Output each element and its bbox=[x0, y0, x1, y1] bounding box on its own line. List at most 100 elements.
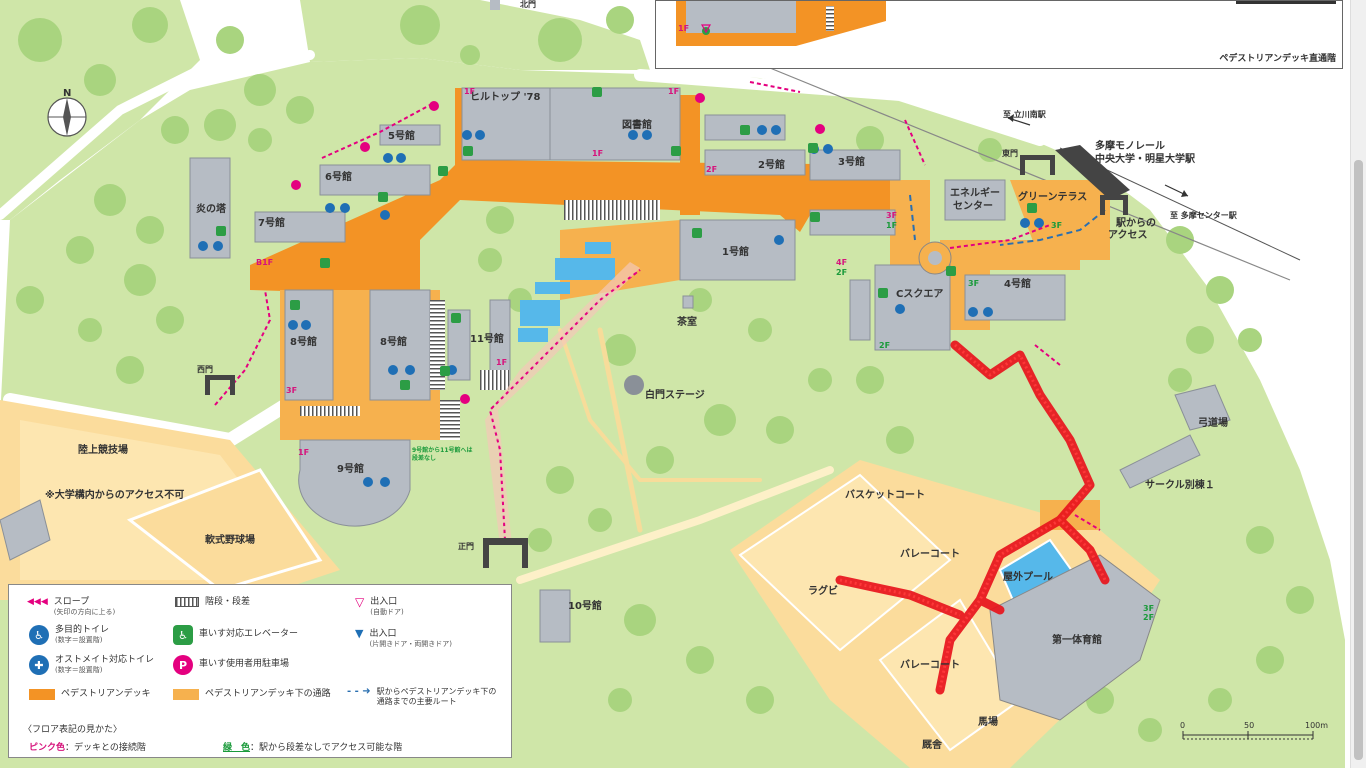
scrollbar-thumb[interactable] bbox=[1354, 160, 1363, 760]
floor-library-1f: 1F bbox=[592, 149, 603, 158]
legend-elevator-label: 車いす対応エレベーター bbox=[199, 629, 299, 639]
deck-swatch bbox=[29, 689, 55, 700]
label-volley1: バレーコート bbox=[900, 548, 960, 560]
floor-b1-2f: 2F bbox=[836, 268, 847, 277]
floor-gym-3f: 3F bbox=[1143, 604, 1154, 613]
label-energy: エネルギーセンター bbox=[950, 186, 1000, 212]
wheelchair-toilet-icon: ♿ bbox=[29, 625, 49, 645]
label-b7: 7号館 bbox=[258, 216, 285, 229]
legend-entrance-auto-sub: (自動ドア) bbox=[370, 608, 404, 616]
legend-green-note: 緑 色 ：駅から段差なしでアクセス可能な階 bbox=[223, 740, 402, 753]
label-tama-center: 至 多摩センター駅 bbox=[1170, 210, 1238, 220]
legend-deck-label: ペデストリアンデッキ bbox=[61, 689, 151, 699]
building-9-shape bbox=[298, 439, 411, 527]
legend-floor-heading: 〈フロア表記の見かた〉 bbox=[23, 725, 122, 735]
legend-green-label: 緑 色 bbox=[223, 743, 251, 753]
floor-b1-4f: 4F bbox=[836, 258, 847, 267]
vertical-scrollbar[interactable] bbox=[1350, 0, 1366, 768]
inset-caption: ペデストリアンデッキ直通階 bbox=[1219, 54, 1336, 64]
label-b9: 9号館 bbox=[337, 462, 364, 475]
legend-deck: ペデストリアンデッキ bbox=[29, 689, 151, 700]
label-rugby: ラグビ bbox=[808, 584, 838, 597]
legend-pink-note: ピンク色 ：デッキとの接続階 bbox=[29, 740, 146, 753]
slope-arrows-icon: ◀◀◀ bbox=[27, 597, 48, 607]
legend-entrance-manual-label: 出入口 bbox=[369, 629, 397, 639]
label-hilltop: ヒルトップ '78 bbox=[470, 90, 541, 103]
label-b8b: 8号館 bbox=[380, 335, 407, 348]
floor-c-3f: 3F bbox=[968, 279, 979, 288]
label-station-access: 駅からのアクセス bbox=[1108, 217, 1156, 241]
deck-level-inset: 1F ペデストリアンデッキ直通階 bbox=[655, 0, 1343, 69]
legend-entrance-auto-label: 出入口 bbox=[370, 597, 398, 607]
triangle-filled-icon: ▼ bbox=[355, 627, 364, 640]
label-b1: 1号館 bbox=[722, 245, 749, 258]
label-green-terrace: グリーンテラス bbox=[1018, 190, 1087, 203]
scale-hundred: 100m bbox=[1305, 721, 1328, 730]
floor-gt-3f: 3F bbox=[1051, 221, 1062, 230]
floor-b9-1f: 1F bbox=[298, 448, 309, 457]
legend-entrance-manual-sub: (片開きドア・両開きドア) bbox=[369, 640, 452, 648]
parking-icon: P bbox=[173, 655, 193, 675]
elevator-icon: ♿ bbox=[173, 625, 193, 645]
scale-zero: 0 bbox=[1180, 721, 1185, 730]
dashed-arrow-icon: - - ➜ bbox=[347, 686, 371, 697]
label-enba: 炎の塔 bbox=[196, 202, 227, 215]
stairs-icon bbox=[175, 597, 199, 607]
triangle-outline-icon: ▽ bbox=[355, 595, 365, 609]
legend-slope-sub: (矢印の方向に上る) bbox=[53, 608, 116, 616]
legend-green-desc: ：駅から段差なしでアクセス可能な階 bbox=[250, 743, 403, 753]
ostomate-icon: ✚ bbox=[29, 655, 49, 675]
floor-b7-b1f: B1F bbox=[256, 258, 273, 267]
label-shiramon-stage: 白門ステージ bbox=[645, 388, 705, 401]
label-monorail: 多摩モノレール中央大学・明星大学駅 bbox=[1095, 139, 1196, 165]
label-b6: 6号館 bbox=[325, 170, 352, 183]
label-pool: 屋外プール bbox=[1003, 570, 1053, 583]
legend-pink-label: ピンク色 bbox=[29, 743, 66, 753]
label-kyudojo: 弓道場 bbox=[1198, 416, 1228, 429]
legend-entrance-auto: ▽ 出入口(自動ドア) bbox=[355, 595, 404, 617]
floor-gym-2f: 2F bbox=[1143, 613, 1154, 622]
label-seimon: 正門 bbox=[458, 542, 474, 551]
floor-b3-3f: 3F bbox=[886, 211, 897, 220]
label-baseball: 軟式野球場 bbox=[205, 533, 255, 546]
label-no-access: ※大学構内からのアクセス不可 bbox=[45, 488, 184, 501]
label-c-square: Cスクエア bbox=[896, 288, 943, 300]
label-circle: サークル別棟１ bbox=[1145, 478, 1215, 491]
trees bbox=[16, 5, 1314, 742]
label-basket: バスケットコート bbox=[845, 489, 925, 501]
floor-hilltop-1f: 1F bbox=[464, 87, 475, 96]
label-bakyu: 厩舎 bbox=[922, 738, 943, 751]
scale-fifty: 50 bbox=[1244, 721, 1254, 730]
legend-slope: ◀◀◀ スロープ(矢印の方向に上る) bbox=[27, 597, 115, 617]
nine-note: 9号館から11号館へは段差なし bbox=[412, 446, 473, 462]
compass-north-label: N bbox=[63, 88, 71, 99]
label-b2: 2号館 bbox=[758, 158, 785, 171]
gates bbox=[205, 155, 1128, 568]
label-b10: 10号館 bbox=[568, 599, 602, 612]
legend-stairs-label: 階段・段差 bbox=[205, 597, 251, 607]
label-tachikawa: 至 立川南駅 bbox=[1003, 109, 1047, 119]
buildings bbox=[0, 87, 1231, 643]
legend-toilet-sub: (数字＝設置階) bbox=[55, 636, 103, 644]
monorail-station bbox=[1055, 145, 1130, 200]
compass: N bbox=[47, 88, 87, 137]
main-route bbox=[999, 209, 1106, 246]
legend-ostomate-label: オストメイト対応トイレ bbox=[55, 655, 155, 665]
legend-under-deck-label: ペデストリアンデッキ下の通路 bbox=[205, 689, 331, 699]
legend-stairs: 階段・段差 bbox=[175, 597, 250, 607]
legend-under-deck: ペデストリアンデッキ下の通路 bbox=[173, 689, 331, 700]
legend-parking-label: 車いす使用者用駐車場 bbox=[199, 659, 290, 669]
label-nishimon: 西門 bbox=[197, 365, 213, 374]
label-volley2: バレーコート bbox=[900, 659, 960, 671]
label-b5: 5号館 bbox=[388, 129, 415, 142]
label-b4: 4号館 bbox=[1004, 277, 1031, 290]
floor-b3-1f: 1F bbox=[886, 221, 897, 230]
legend-parking: P 車いす使用者用駐車場 bbox=[173, 655, 289, 675]
floor-c-2f: 2F bbox=[879, 341, 890, 350]
label-gym: 第一体育館 bbox=[1052, 633, 1102, 646]
label-track: 陸上競技場 bbox=[78, 443, 128, 456]
legend-route: - - ➜ 駅からペデストリアンデッキ下の 通路までの主要ルート bbox=[347, 687, 496, 707]
legend-ostomate-sub: (数字＝設置階) bbox=[55, 666, 103, 674]
under-deck-swatch bbox=[173, 689, 199, 700]
label-kitamon: 北門 bbox=[520, 0, 536, 9]
